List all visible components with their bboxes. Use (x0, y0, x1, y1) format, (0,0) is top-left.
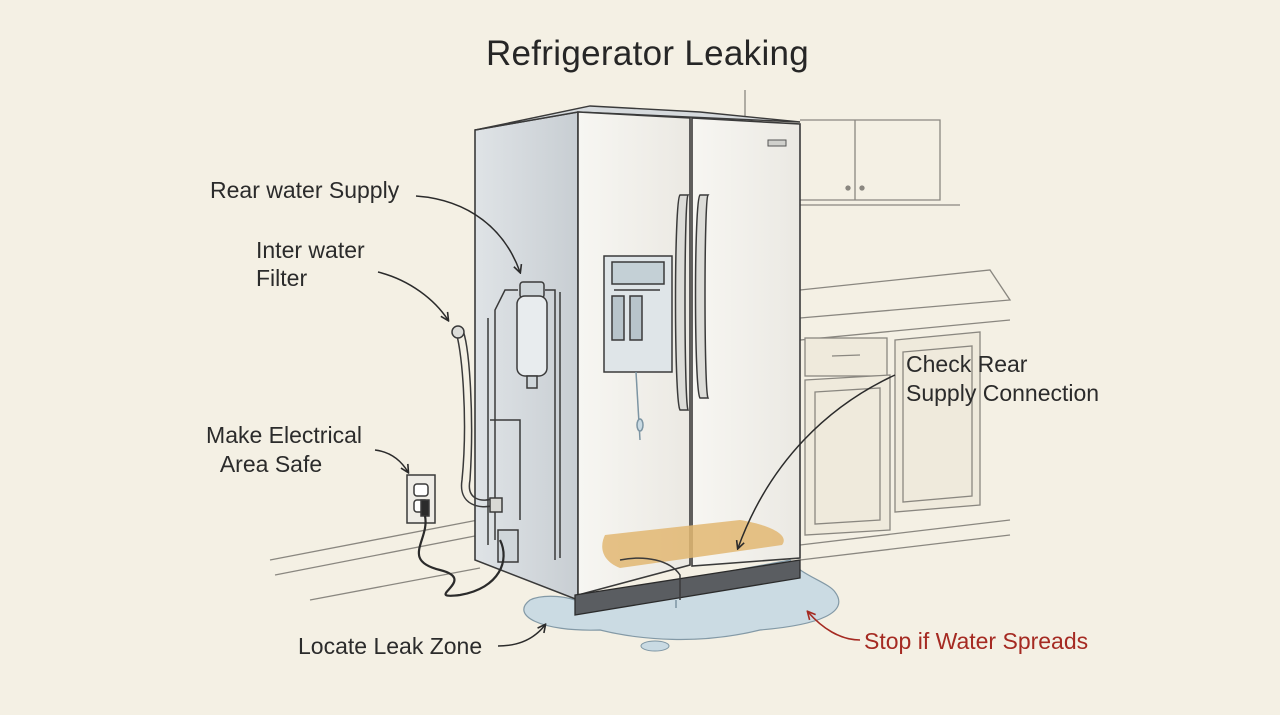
label-rear-water-supply: Rear water Supply (210, 177, 400, 203)
arrow-locate (497, 625, 545, 647)
door-handles (674, 194, 710, 411)
water-filter-cartridge (516, 281, 548, 389)
label-filter-line1: Inter water (256, 237, 365, 263)
arrow-check-rear (738, 374, 896, 548)
arrow-stop (808, 612, 861, 641)
arrow-electrical (374, 449, 408, 472)
inlet-hose (451, 325, 503, 513)
diagram-title: Refrigerator Leaking (485, 34, 810, 73)
fridge-top (474, 105, 801, 131)
callout-arrows (374, 195, 896, 647)
power-cord (417, 515, 505, 597)
arrow-rear-supply (415, 195, 520, 272)
label-check-line2: Supply Connection (906, 380, 1100, 406)
label-check-line1: Check Rear (906, 351, 1028, 377)
kitchen-cabinets (744, 90, 1012, 546)
fridge-base (574, 559, 801, 616)
brand-badge (767, 139, 787, 147)
leak-stain (602, 520, 784, 568)
label-filter-line2: Filter (256, 265, 308, 291)
fridge-right-door (691, 117, 801, 567)
label-locate-leak-zone: Locate Leak Zone (298, 633, 483, 659)
water-dispenser (603, 255, 673, 441)
arrow-filter (377, 271, 448, 320)
label-electrical-line1: Make Electrical (206, 422, 362, 448)
floor-lines (269, 519, 1011, 601)
wall-outlet-icon (406, 474, 436, 524)
label-electrical-line2: Area Safe (219, 451, 323, 477)
water-droplet-puddle (640, 640, 670, 652)
label-stop-if-water-spreads: Stop if Water Spreads (864, 628, 1089, 654)
